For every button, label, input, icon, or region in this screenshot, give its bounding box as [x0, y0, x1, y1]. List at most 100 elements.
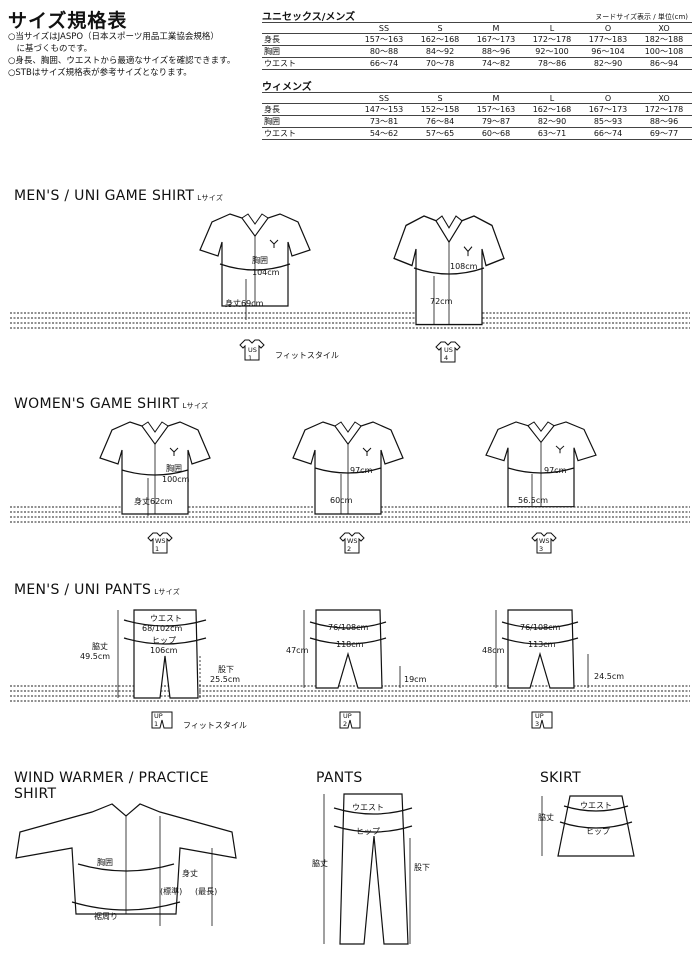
- unit-note: ヌードサイズ表示 / 単位(cm): [595, 13, 688, 21]
- note-line-4: ○STBはサイズ規格表が参考サイズとなります。: [8, 68, 192, 78]
- mens-pants-1-waist-value: 68/102cm: [142, 624, 183, 633]
- size-note: Lサイズ: [154, 588, 181, 596]
- wind-warmer-chest-label: 胸囲: [97, 858, 113, 867]
- size-note: Lサイズ: [182, 402, 209, 410]
- mens-pants-1-inseam-value: 25.5cm: [210, 675, 241, 684]
- table-cell: 177〜183: [580, 33, 636, 46]
- mens-shirt-fit-style-label: フィットスタイル: [275, 351, 339, 360]
- mens-pants-title: MEN'S / UNI PANTS: [14, 582, 152, 598]
- mens-shirt-2-length-value: 72cm: [430, 297, 453, 306]
- womens-shirt-2-chest-value: 97cm: [350, 466, 373, 475]
- table-row: 身長 147〜153 152〜158 157〜163 162〜168 167〜1…: [262, 103, 692, 116]
- table-cell: 76〜84: [412, 115, 468, 128]
- note-line-1: ○当サイズはJASPO（日本スポーツ用品工業協会規格）: [8, 32, 219, 42]
- col-header: L: [524, 92, 580, 104]
- col-header: SS: [356, 92, 412, 104]
- pants-heading: PANTS: [316, 770, 363, 786]
- length-value: 69cm: [241, 299, 264, 308]
- table-cell: 152〜158: [412, 103, 468, 116]
- mens-pants-2-inseam-value: 19cm: [404, 675, 427, 684]
- mens-pants-2-hip-value: 118cm: [336, 640, 364, 649]
- table-cell: 88〜96: [468, 45, 524, 58]
- code: UP: [154, 712, 163, 720]
- waist-arc: [333, 807, 413, 815]
- hip-arc: [333, 825, 413, 833]
- hip-arc: [501, 637, 579, 645]
- womens-shirt-1-chest-label: 胸囲: [166, 464, 182, 473]
- skirt-heading: SKIRT: [540, 770, 581, 786]
- mens-pants-1-illustration: [117, 609, 207, 699]
- hip-arc: [559, 821, 633, 829]
- mens-pants-3-inseam-value: 24.5cm: [594, 672, 625, 681]
- table-cell: 96〜104: [580, 45, 636, 58]
- code: WS: [539, 537, 550, 545]
- num: 4: [444, 354, 449, 362]
- num: 2: [343, 720, 348, 728]
- table-cell: 92〜100: [524, 45, 580, 58]
- mens-shirt-2-illustration: [393, 215, 505, 326]
- table-cell: 167〜173: [580, 103, 636, 116]
- table-row: 身長 157〜163 162〜168 167〜173 172〜178 177〜1…: [262, 33, 692, 46]
- wind-warmer-heading-1: WIND WARMER / PRACTICE: [14, 770, 209, 786]
- pants-waist-label: ウエスト: [352, 803, 384, 812]
- note-line-3: ○身長、胸囲、ウエストから最適なサイズを確認できます。: [8, 56, 236, 66]
- col-header: SS: [356, 22, 412, 34]
- pants-hip-label: ヒップ: [356, 827, 380, 836]
- table-cell: 85〜93: [580, 115, 636, 128]
- table-cell: 74〜82: [468, 57, 524, 70]
- table-cell: 63〜71: [524, 127, 580, 140]
- table-cell: 79〜87: [468, 115, 524, 128]
- womens-shirt-1-chest-value: 100cm: [162, 475, 190, 484]
- mens-pants-3-waist-value: 76/108cm: [520, 623, 561, 632]
- num: 3: [539, 545, 544, 553]
- pants-length-label: 脇丈: [312, 859, 328, 868]
- table-cell: 162〜168: [412, 33, 468, 46]
- mens-shirt-1-chest-label: 胸囲: [252, 256, 268, 265]
- fit-stripes: [9, 312, 691, 329]
- table-cell: 172〜178: [524, 33, 580, 46]
- mens-shirt-2-chest-value: 108cm: [450, 262, 478, 271]
- mens-pants-fit-style-label: フィットスタイル: [183, 721, 247, 730]
- num: 1: [155, 545, 160, 553]
- table-row: ウエスト 66〜74 70〜78 74〜82 78〜86 82〜90 86〜94: [262, 57, 692, 70]
- mens-pants-1-length-label: 脇丈: [92, 642, 108, 651]
- table-cell: 167〜173: [468, 33, 524, 46]
- chest-arc: [507, 467, 575, 474]
- pants-inseam-label: 股下: [414, 863, 430, 872]
- col-header: S: [412, 92, 468, 104]
- table-cell: 84〜92: [412, 45, 468, 58]
- table-cell: 78〜86: [524, 57, 580, 70]
- col-header: M: [468, 92, 524, 104]
- mens-pants-1-hip-label: ヒップ: [152, 636, 176, 645]
- col-header: O: [580, 92, 636, 104]
- waist-arc: [123, 619, 207, 627]
- womens-shirt-3-chest-value: 97cm: [544, 466, 567, 475]
- wind-warmer-length-label: 身丈: [182, 869, 198, 878]
- page-title: サイズ規格表: [8, 10, 128, 32]
- table-header-row: SS S M L O XO: [262, 22, 692, 34]
- row-label: 胸囲: [262, 45, 356, 58]
- chest-arc: [413, 267, 485, 275]
- mens-pants-1-waist-label: ウエスト: [150, 614, 182, 623]
- table-cell: 162〜168: [524, 103, 580, 116]
- code: US: [248, 346, 257, 354]
- chest-arc: [219, 263, 291, 271]
- womens-size-table: SS S M L O XO 身長 147〜153 152〜158 157〜163…: [262, 92, 692, 140]
- womens-shirt-3-illustration: [485, 421, 597, 508]
- mens-shirt-title: MEN'S / UNI GAME SHIRT: [14, 188, 195, 204]
- row-label: ウエスト: [262, 57, 356, 70]
- table-cell: 172〜178: [636, 103, 692, 116]
- row-label: 胸囲: [262, 115, 356, 128]
- wind-warmer-hem-label: 裾周り: [94, 912, 118, 921]
- waist-arc: [309, 621, 387, 629]
- code: WS: [155, 537, 166, 545]
- chest-arc: [121, 469, 189, 476]
